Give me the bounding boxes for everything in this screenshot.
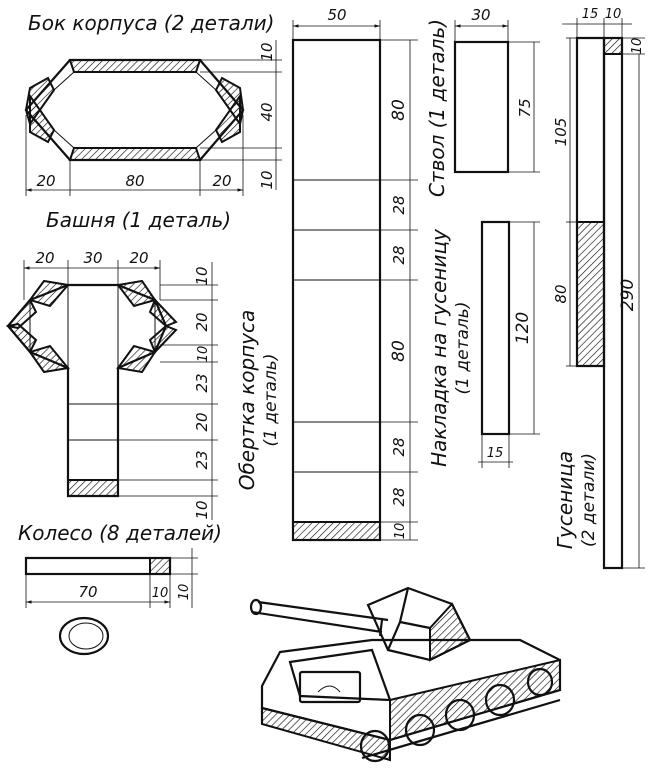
dim-wrap-5: 28: [390, 437, 408, 456]
dim-wrap-7: 10: [393, 523, 408, 540]
track-count: (2 детали): [579, 453, 599, 547]
dim-wrap-6: 28: [390, 487, 408, 506]
dim-wrap-2: 28: [390, 195, 408, 214]
dim-track-top: 10: [630, 38, 645, 55]
dim-barrel-w: 30: [471, 6, 490, 24]
dim-wrap-4: 80: [389, 340, 409, 362]
hull-wrap-count: (1 деталь): [261, 354, 281, 447]
body-side-title: Бок корпуса (2 детали): [28, 11, 274, 35]
dim-turret-v3: 10: [196, 346, 211, 363]
hull-wrap-title: Обертка корпуса: [235, 310, 259, 491]
turret-part: Башня (1 деталь) 20 30 20: [6, 208, 231, 520]
track-pad-title: Накладка на гусеницу: [427, 228, 451, 467]
dim-turret-v4: 23: [193, 373, 211, 392]
track-pad-count: (1 деталь): [453, 302, 473, 395]
dim-turret-v7: 10: [193, 500, 211, 519]
dim-barrel-h: 75: [516, 98, 534, 117]
dim-side-left: 20: [36, 172, 55, 190]
dim-turret-w2: 30: [83, 249, 102, 267]
barrel-part: 30 75 Ствол (1 деталь): [425, 6, 540, 197]
track-title: Гусеница: [553, 451, 577, 549]
dim-wrap-w: 50: [327, 6, 346, 24]
track-part: 15 10 10 290 105 80 Гусеница (2 детали): [552, 7, 645, 570]
dim-wrap-1: 80: [389, 99, 409, 121]
dim-pad-w: 15: [487, 446, 504, 461]
dim-turret-v5: 20: [193, 412, 211, 431]
dim-track-w1: 15: [582, 7, 599, 22]
body-side-part: Бок корпуса (2 детали) 10 40 10 20 80 20: [24, 11, 282, 196]
hull-wrap-part: 50 80 28 28 80 28 28 10 Обертка корпуса …: [235, 6, 418, 542]
dim-wheel-tab: 10: [152, 586, 169, 601]
dim-turret-v6: 23: [193, 450, 211, 469]
turret-title: Башня (1 деталь): [46, 208, 231, 232]
wheel-part: Колесо (8 деталей) 70 10 10: [18, 521, 222, 656]
track-pad-part: 120 15 Накладка на гусеницу (1 деталь): [427, 220, 540, 468]
dim-side-right: 20: [212, 172, 231, 190]
wheel-title: Колесо (8 деталей): [18, 521, 222, 545]
dim-wheel-len: 70: [78, 583, 97, 601]
dim-track-w2: 10: [605, 7, 622, 22]
dim-track-80: 80: [552, 284, 570, 303]
barrel-title: Ствол (1 деталь): [425, 19, 449, 197]
dim-wheel-h: 10: [177, 584, 192, 601]
dim-turret-v1: 10: [193, 266, 211, 285]
dim-pad-h: 120: [513, 312, 533, 344]
dim-turret-w3: 20: [129, 249, 148, 267]
dim-side-center: 80: [125, 172, 144, 190]
dim-track-290: 290: [618, 279, 638, 311]
dim-wrap-3: 28: [390, 245, 408, 264]
dim-turret-v2: 20: [193, 312, 211, 331]
dim-side-top: 10: [258, 42, 276, 61]
dim-track-105: 105: [552, 118, 570, 147]
dim-side-bot: 10: [258, 170, 276, 189]
dim-turret-w1: 20: [35, 249, 54, 267]
assembled-tank-illustration: [249, 586, 562, 763]
dim-side-mid: 40: [258, 102, 276, 121]
